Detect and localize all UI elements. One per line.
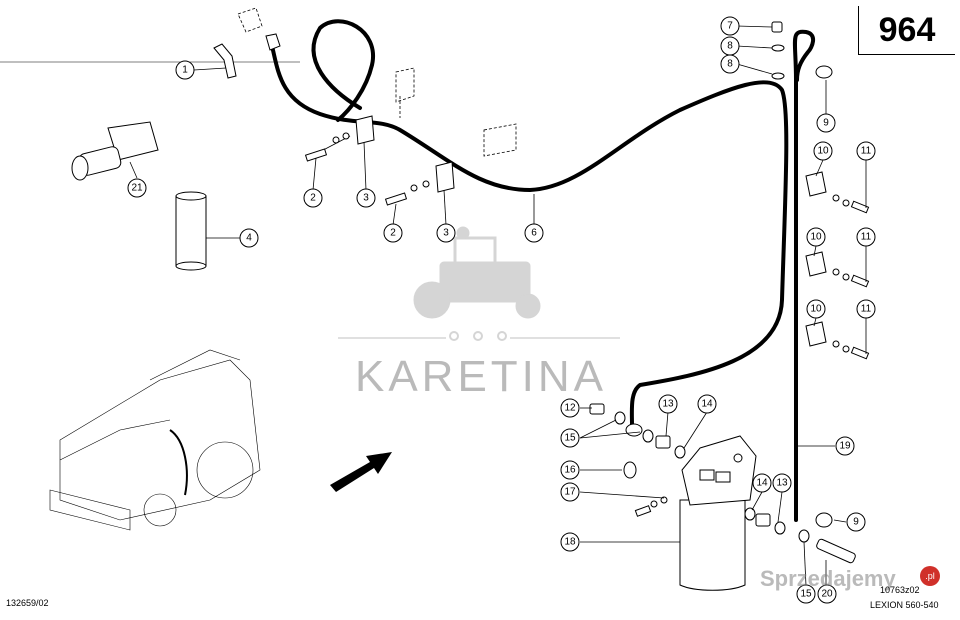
callout-4: 4 (239, 228, 259, 248)
svg-text:1: 1 (182, 65, 188, 76)
svg-text:3: 3 (443, 228, 449, 239)
svg-text:21: 21 (131, 183, 143, 194)
svg-text:12: 12 (564, 403, 576, 414)
svg-text:11: 11 (861, 146, 872, 157)
bracket-outline-1 (395, 67, 415, 118)
svg-text:11: 11 (861, 304, 872, 315)
page-number: 964 (858, 6, 955, 55)
callout-17: 17 (560, 482, 580, 502)
callout-7: 7 (720, 16, 740, 36)
callout-13b: 13 (772, 473, 792, 493)
callout-3a: 3 (356, 188, 376, 208)
callout-6: 6 (524, 223, 544, 243)
svg-text:10: 10 (810, 304, 822, 315)
svg-text:7: 7 (727, 21, 733, 32)
direction-arrow (330, 452, 392, 492)
fitting-assembly-right (744, 507, 856, 564)
svg-text:15: 15 (564, 433, 576, 444)
callout-10c: 10 (806, 299, 826, 319)
callout-18: 18 (560, 532, 580, 552)
svg-text:14: 14 (701, 399, 713, 410)
watermark-karetina: KARETINA (354, 352, 608, 401)
svg-text:2: 2 (310, 193, 316, 204)
mount-outline (237, 7, 263, 33)
elbow-fitting-1 (213, 43, 237, 79)
clamp-assembly-upper (304, 115, 375, 162)
svg-text:10: 10 (810, 232, 822, 243)
svg-text:4: 4 (246, 233, 252, 244)
callout-11c: 11 (856, 299, 876, 319)
svg-text:2: 2 (390, 228, 396, 239)
clamp-assembly-lower (384, 161, 455, 206)
callout-11b: 11 (856, 227, 876, 247)
callout-14a: 14 (697, 394, 717, 414)
fuel-pump-21 (71, 121, 159, 181)
svg-text:14: 14 (756, 478, 768, 489)
callout-14b: 14 (752, 473, 772, 493)
hose-end-fitting (265, 33, 281, 51)
drawing-code: 132659/02 (6, 598, 49, 608)
clamp-assembly-10c (805, 321, 870, 360)
callout-2a: 2 (303, 188, 323, 208)
svg-text:11: 11 (861, 232, 872, 243)
svg-text:16: 16 (564, 465, 576, 476)
svg-text:9: 9 (853, 517, 859, 528)
svg-text:13: 13 (776, 478, 788, 489)
clamp-assembly-10a (805, 171, 870, 214)
svg-text:10: 10 (817, 146, 829, 157)
callout-15b: 15 (796, 584, 816, 604)
svg-text:8: 8 (727, 59, 733, 70)
svg-text:15: 15 (800, 589, 812, 600)
watermark-tractor (338, 226, 620, 341)
leader-lines (129, 25, 867, 587)
svg-text:6: 6 (531, 228, 537, 239)
callout-10a: 10 (813, 141, 833, 161)
fitting-assembly-left (589, 403, 686, 517)
watermark-sprzedajemy: Sprzedajemy (760, 566, 896, 591)
callout-20: 20 (817, 584, 837, 604)
callout-9a: 9 (816, 113, 836, 133)
callout-12: 12 (560, 398, 580, 418)
callout-10b: 10 (806, 227, 826, 247)
svg-text:20: 20 (821, 589, 833, 600)
illustration-code: 10763z02 (880, 585, 920, 595)
callout-8a: 8 (720, 36, 740, 56)
watermark-badge-icon: .pl (920, 566, 940, 586)
clamp-assembly-10b (805, 251, 870, 288)
svg-text:13: 13 (662, 399, 674, 410)
callout-16: 16 (560, 460, 580, 480)
callout-21: 21 (127, 178, 147, 198)
svg-text:3: 3 (363, 193, 369, 204)
callout-2b: 2 (383, 223, 403, 243)
fuel-hose-19 (792, 29, 815, 522)
model-label: LEXION 560-540 (870, 600, 939, 610)
svg-text:19: 19 (839, 441, 851, 452)
callout-15a: 15 (560, 428, 580, 448)
callout-11a: 11 (856, 141, 876, 161)
svg-text:8: 8 (727, 41, 733, 52)
svg-text:18: 18 (564, 537, 576, 548)
callout-19: 19 (835, 436, 855, 456)
callout-9b: 9 (846, 512, 866, 532)
filter-element-4 (175, 191, 207, 271)
bracket-outline-2 (483, 123, 517, 157)
combine-harvester-outline (49, 349, 261, 531)
fuel-filter-housing-18 (679, 435, 757, 591)
callout-13a: 13 (658, 394, 678, 414)
callout-3b: 3 (436, 223, 456, 243)
fuel-hose-loop (311, 19, 376, 122)
svg-text:9: 9 (823, 118, 829, 129)
svg-text:17: 17 (564, 487, 576, 498)
callout-8b: 8 (720, 54, 740, 74)
callout-1: 1 (175, 60, 195, 80)
